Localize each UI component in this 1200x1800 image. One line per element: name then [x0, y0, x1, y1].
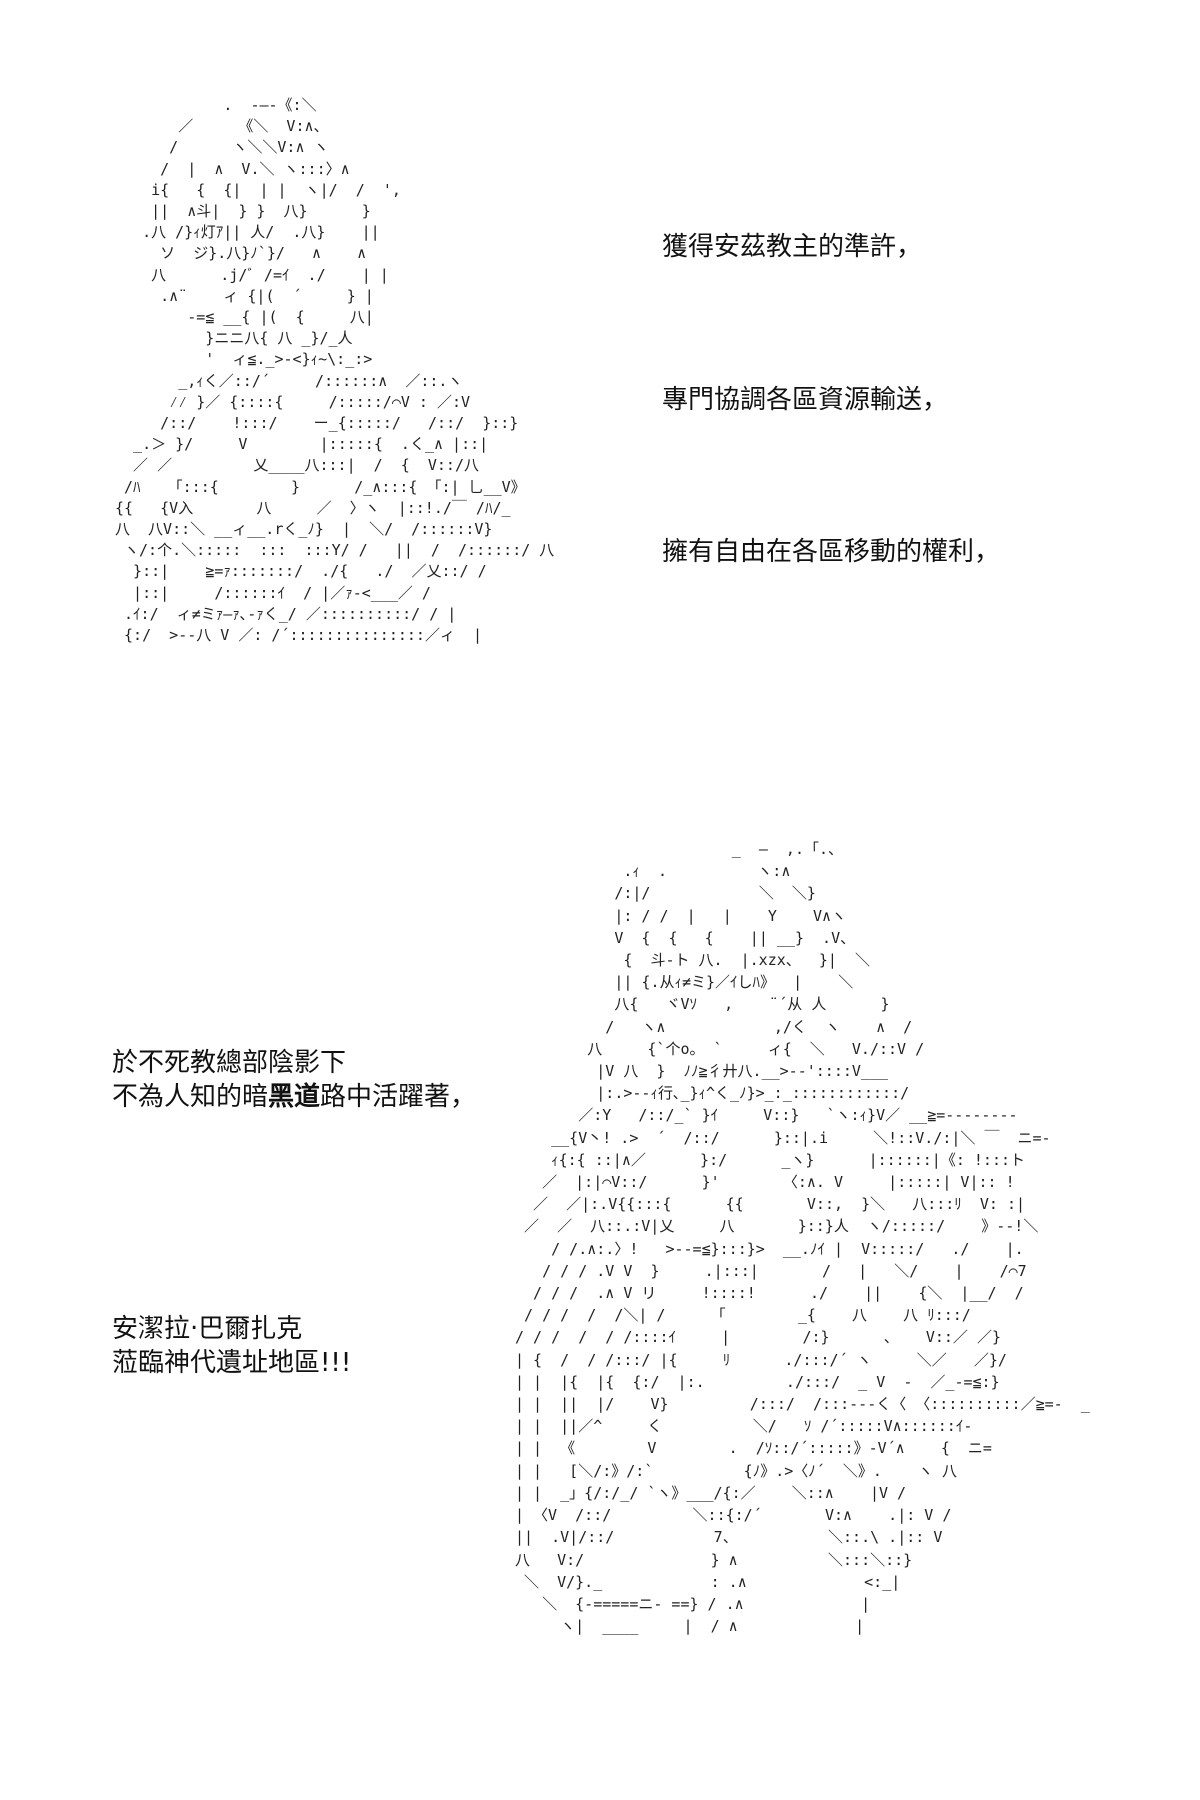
caption-shadow-line1: 於不死教總部陰影下	[112, 1048, 347, 1078]
caption-movement-text: 擁有自由在各區移動的權利，	[662, 537, 1001, 567]
caption-coordination-text: 專門協調各區資源輸送，	[662, 385, 949, 415]
caption-permission: 獲得安茲教主的準許，	[662, 230, 922, 264]
caption-permission-text: 獲得安茲教主的準許，	[662, 232, 923, 262]
caption-name-arrival: 安潔拉‧巴爾扎克 蒞臨神代遺址地區!!!	[112, 1312, 351, 1380]
caption-shadow-line2-pre: 不為人知的暗	[112, 1082, 269, 1112]
caption-shadow-line2-post: 路中活躍著，	[320, 1082, 477, 1112]
caption-name-line2: 蒞臨神代遺址地區!!!	[112, 1348, 352, 1378]
ascii-art-top-figure: . -―-《:＼ ／ 《＼ V:∧、 / ヽ＼＼V:∧ ヽ / | ∧ V.＼ …	[115, 96, 555, 645]
ascii-art-bottom-figure: _ ― ,.「.、 .ｨ . ヽ:∧ /:|/ ＼ ＼} |: / / | | …	[515, 840, 1090, 1636]
caption-coordination: 專門協調各區資源輸送，	[662, 383, 948, 417]
caption-shadow: 於不死教總部陰影下 不為人知的暗黑道路中活躍著，	[112, 1046, 476, 1114]
caption-movement: 擁有自由在各區移動的權利，	[662, 535, 1000, 569]
caption-name-line1: 安潔拉‧巴爾扎克	[112, 1314, 303, 1344]
caption-shadow-line2-bold: 黑道	[268, 1082, 321, 1112]
caption-shadow-line2: 不為人知的暗黑道路中活躍著，	[112, 1080, 476, 1114]
